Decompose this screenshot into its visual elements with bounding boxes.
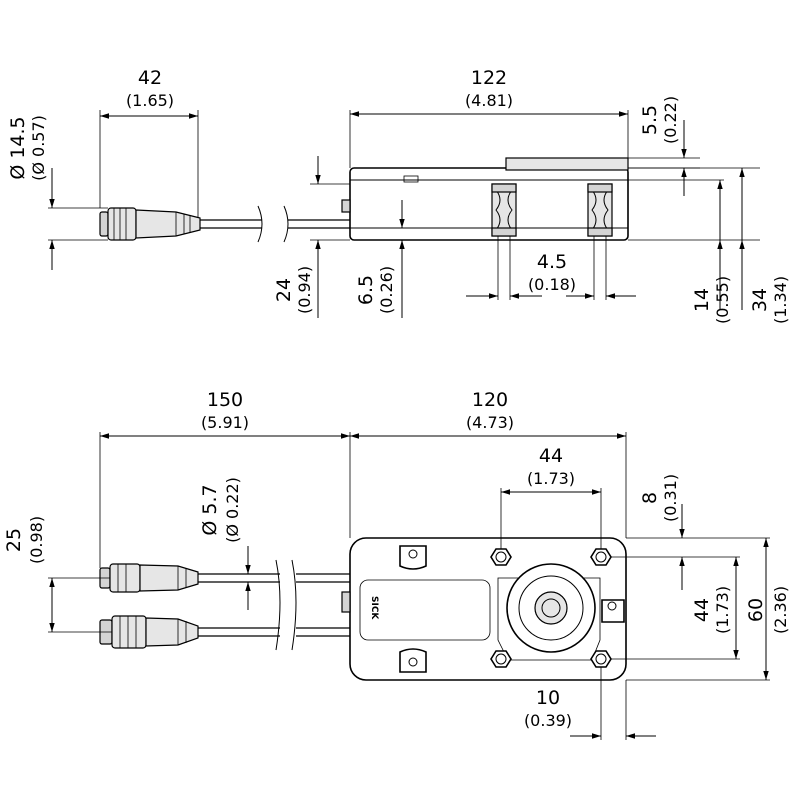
dim-width: 122 [471, 67, 507, 89]
hex-nuts [490, 548, 612, 668]
dim-conn-length-in: (1.65) [126, 91, 174, 110]
dim-conn-length: 42 [138, 67, 162, 89]
dim-hole-dia-in: (0.18) [528, 275, 576, 294]
dim-cable-length: 150 [207, 389, 243, 411]
sick-logo: SICK [369, 596, 379, 620]
dim-hole-spacing-v: 44 [691, 598, 713, 622]
dim-depth-in: (2.36) [771, 586, 790, 634]
dim-top-offset-in: (0.22) [661, 96, 680, 144]
side-device-body [341, 157, 629, 241]
dim-top-margin-in: (0.31) [661, 474, 680, 522]
dim-edge-offset: 10 [536, 687, 560, 709]
dim-hole-spacing-v-in: (1.73) [713, 586, 732, 634]
dim-conn-dia-in: (Ø 0.57) [29, 115, 48, 181]
dim-width-top-in: (4.73) [466, 413, 514, 432]
dim-cable-dia: Ø 5.7 [199, 484, 221, 535]
dim-body-height-in: (0.55) [713, 276, 732, 324]
dim-width-top: 120 [472, 389, 508, 411]
dim-width-in: (4.81) [465, 91, 513, 110]
dim-base-height: 6.5 [355, 275, 377, 305]
dim-base-height-in: (0.26) [377, 266, 396, 314]
dim-depth: 60 [745, 598, 767, 622]
dim-cable-length-in: (5.91) [201, 413, 249, 432]
top-connectors [99, 559, 350, 651]
side-view: 42 (1.65) Ø 14.5 (Ø 0.57) 122 (4.81) 5.5… [7, 67, 790, 324]
side-connector [99, 205, 350, 243]
dim-cable-height-in: (0.94) [295, 266, 314, 314]
dim-top-margin: 8 [639, 492, 661, 504]
dim-body-height: 14 [691, 288, 713, 312]
dim-hole-spacing-in: (1.73) [527, 469, 575, 488]
dim-conn-offset-in: (0.98) [27, 516, 46, 564]
dim-total-height: 34 [749, 288, 771, 312]
dim-cable-height: 24 [273, 278, 295, 302]
dim-hole-dia: 4.5 [537, 251, 567, 273]
dim-hole-spacing: 44 [539, 445, 563, 467]
dim-total-height-in: (1.34) [771, 276, 790, 324]
dim-conn-dia: Ø 14.5 [7, 116, 29, 179]
top-device-body: SICK [341, 537, 627, 681]
dim-top-offset: 5.5 [639, 105, 661, 135]
top-view: SICK [3, 389, 790, 740]
dim-edge-offset-in: (0.39) [524, 711, 572, 730]
dim-conn-offset: 25 [3, 528, 25, 552]
dim-cable-dia-in: (Ø 0.22) [223, 477, 242, 543]
